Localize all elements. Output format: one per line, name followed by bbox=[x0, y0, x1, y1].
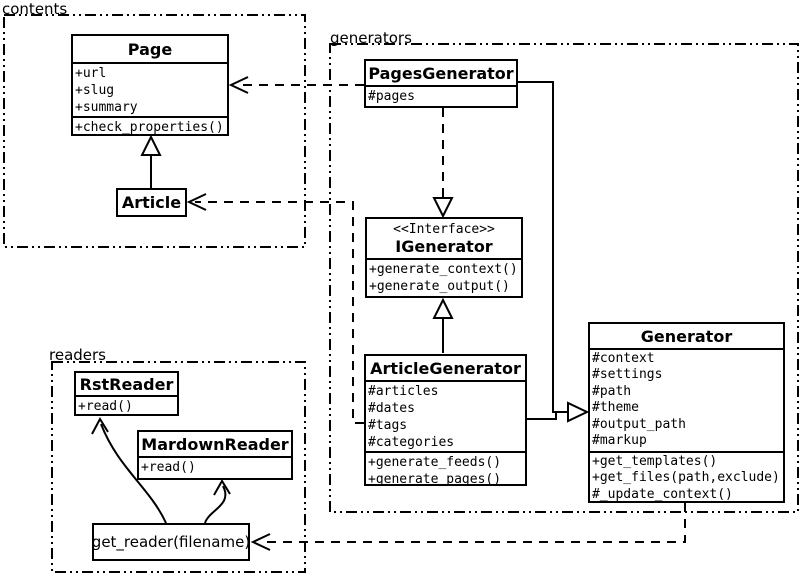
class-box-igenerator: <<Interface>> IGenerator +generate_conte… bbox=[365, 217, 523, 298]
curved-arrow-getreader-to-rstreader bbox=[91, 416, 167, 524]
attribute: #markup bbox=[592, 433, 647, 449]
class-attributes-page: +url +slug +summary bbox=[73, 62, 227, 116]
method: +get_templates() bbox=[592, 454, 718, 469]
class-box-page: Page +url +slug +summary +check_properti… bbox=[71, 34, 229, 136]
class-title-article: Article bbox=[121, 193, 182, 212]
class-title-igenerator: <<Interface>> IGenerator bbox=[367, 219, 521, 258]
package-border-readers bbox=[51, 361, 306, 573]
method: +check_properties() bbox=[75, 120, 224, 135]
package-border-generators bbox=[329, 43, 799, 513]
attribute: #context bbox=[592, 351, 655, 366]
method: #_update_context() bbox=[592, 486, 733, 502]
package-label-generators: generators bbox=[330, 29, 412, 47]
method: +generate_pages() bbox=[368, 472, 502, 487]
open-arrowhead-icon bbox=[228, 76, 249, 94]
attribute: #theme bbox=[592, 400, 639, 416]
class-name-igenerator: IGenerator bbox=[395, 236, 493, 256]
attribute: #settings bbox=[592, 367, 663, 383]
class-title-rstreader: RstReader bbox=[79, 374, 174, 394]
method: +generate_context() bbox=[369, 262, 518, 277]
generalization-articlegenerator-to-generator bbox=[527, 412, 557, 420]
class-methods-articlegenerator: +generate_feeds() +generate_pages() bbox=[366, 451, 525, 488]
open-arrowhead-icon bbox=[186, 193, 207, 211]
class-title-articlegenerator: ArticleGenerator bbox=[370, 358, 521, 378]
package-border-contents bbox=[3, 14, 306, 248]
generalization-article-to-page bbox=[140, 134, 162, 189]
attribute: +slug bbox=[75, 83, 115, 98]
class-attributes-articlegenerator: #articles #dates #tags #categories bbox=[366, 380, 525, 451]
attribute: #dates bbox=[368, 401, 415, 416]
class-methods-page: +check_properties() bbox=[73, 116, 227, 136]
class-attributes-generator: #context #settings #path #theme #output_… bbox=[590, 348, 783, 451]
class-methods-rstreader: +read() bbox=[76, 395, 177, 415]
function-node-get-reader: get_reader(filename) bbox=[92, 523, 250, 561]
class-title-mardownreader: MardownReader bbox=[141, 434, 289, 454]
class-title-pagesgenerator: PagesGenerator bbox=[368, 63, 514, 83]
attribute: #pages bbox=[368, 89, 415, 104]
attribute: #path bbox=[592, 383, 632, 399]
attribute: #categories bbox=[368, 435, 455, 450]
attribute: +url bbox=[75, 66, 107, 81]
class-box-articlegenerator: ArticleGenerator #articles #dates #tags … bbox=[364, 354, 527, 488]
class-title-page: Page bbox=[127, 39, 173, 59]
realization-pagesgenerator-to-igenerator bbox=[432, 108, 454, 219]
attribute: #articles bbox=[368, 384, 439, 399]
class-methods-mardownreader: +read() bbox=[139, 456, 291, 476]
function-node-label: get_reader(filename) bbox=[91, 533, 251, 551]
class-box-rstreader: RstReader +read() bbox=[74, 371, 179, 416]
attribute: #output_path bbox=[592, 416, 686, 432]
generalization-triangle-generator bbox=[567, 401, 590, 423]
method: +get_files(path,exclude) bbox=[592, 470, 780, 486]
attribute: +summary bbox=[75, 100, 138, 115]
class-methods-generator: +get_templates() +get_files(path,exclude… bbox=[590, 451, 783, 503]
open-arrowhead-icon bbox=[213, 479, 231, 496]
class-box-pagesgenerator: PagesGenerator #pages bbox=[364, 59, 518, 108]
class-box-generator: Generator #context #settings #path #them… bbox=[588, 322, 785, 503]
class-stereotype-igenerator: <<Interface>> bbox=[393, 221, 495, 237]
class-attributes-pagesgenerator: #pages bbox=[366, 85, 516, 105]
class-box-article: Article bbox=[116, 188, 187, 217]
attribute: #tags bbox=[368, 418, 408, 433]
package-label-readers: readers bbox=[49, 346, 106, 364]
dependency-generator-to-getreader bbox=[250, 503, 686, 551]
method: +read() bbox=[78, 399, 133, 414]
open-arrowhead-icon bbox=[91, 416, 109, 435]
method: +read() bbox=[141, 460, 196, 475]
class-methods-igenerator: +generate_context() +generate_output() bbox=[367, 258, 521, 295]
curved-arrow-getreader-to-mardownreader bbox=[204, 479, 231, 524]
method: +generate_output() bbox=[369, 279, 510, 294]
dependency-articlegenerator-to-article bbox=[186, 193, 364, 424]
generalization-articlegenerator-to-igenerator bbox=[432, 297, 454, 353]
generalization-pagesgenerator-to-generator bbox=[518, 81, 567, 413]
dependency-pagesgenerator-to-page bbox=[228, 76, 364, 94]
class-title-generator: Generator bbox=[640, 326, 733, 346]
package-label-contents: contents bbox=[2, 0, 68, 18]
class-box-mardownreader: MardownReader +read() bbox=[137, 430, 293, 480]
open-arrowhead-icon bbox=[250, 533, 271, 551]
method: +generate_feeds() bbox=[368, 455, 502, 470]
